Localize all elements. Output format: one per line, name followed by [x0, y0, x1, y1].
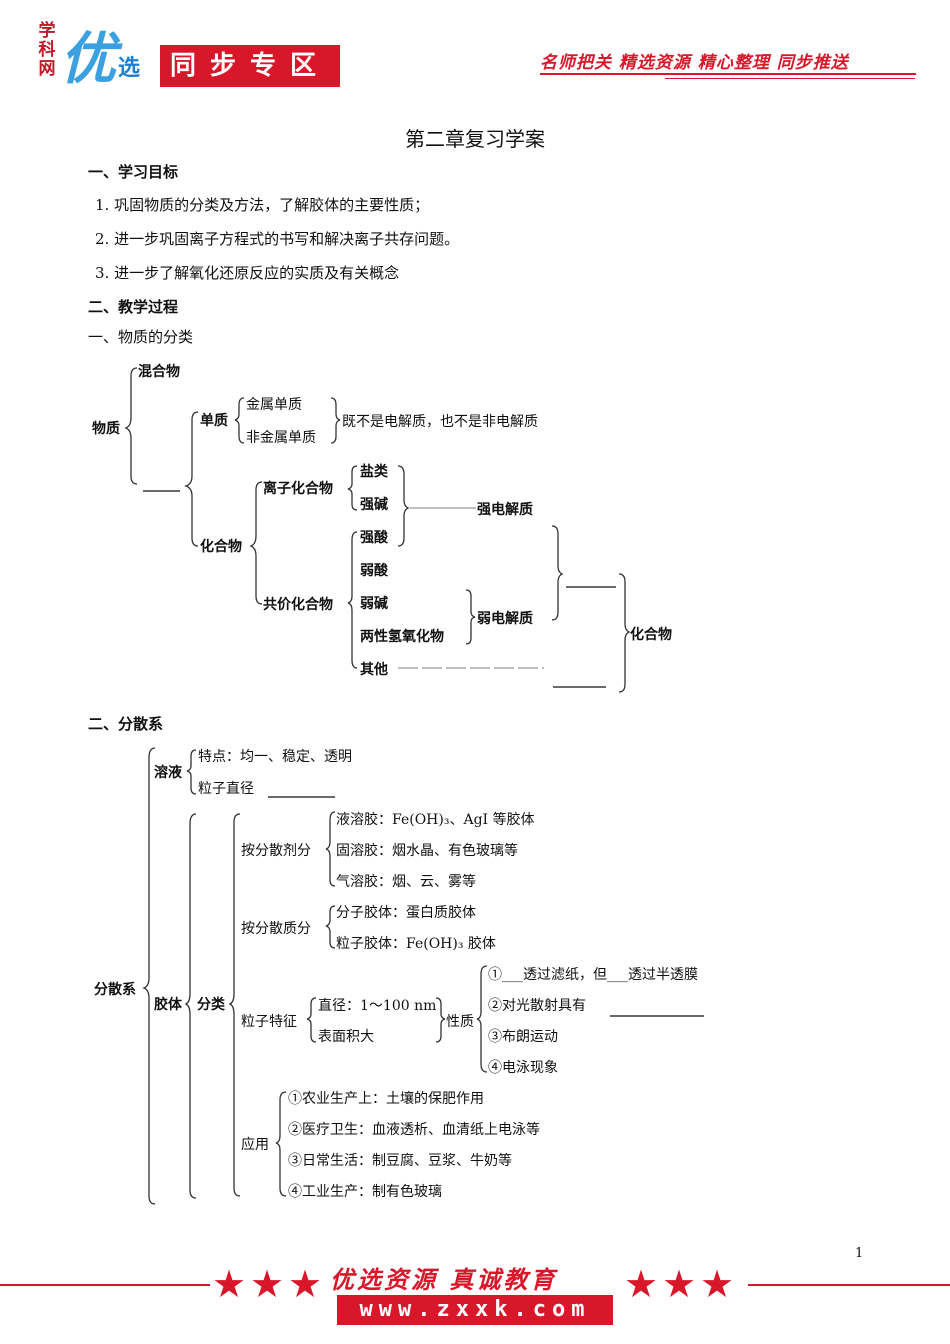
- label-by-medium: 按分散剂分: [241, 843, 311, 859]
- label-properties: 性质: [446, 1014, 474, 1030]
- label-solution-diameter: 粒子直径: [198, 781, 254, 797]
- footer-url: www.zxxk.com: [337, 1295, 613, 1325]
- label-weak-acid: 弱酸: [360, 563, 388, 579]
- label-mixture: 混合物: [138, 364, 180, 380]
- footer-line-left: [0, 1284, 210, 1286]
- label-property-4: ④电泳现象: [488, 1060, 558, 1076]
- label-liquid-sol: 液溶胶：Fe(OH)₃、AgI 等胶体: [336, 812, 535, 828]
- footer-line-right: [748, 1284, 950, 1286]
- label-salt: 盐类: [360, 464, 388, 480]
- header-underline-thin: [665, 78, 915, 79]
- star-icon: ★: [212, 1262, 247, 1306]
- label-surface-area: 表面积大: [318, 1029, 374, 1045]
- label-property-1: ①___透过滤纸，但___透过半透膜: [488, 967, 698, 983]
- label-element: 单质: [200, 413, 228, 429]
- goal-item-1: 1. 巩固物质的分类及方法，了解胶体的主要性质；: [95, 196, 430, 214]
- section2-heading: 二、教学过程: [88, 298, 179, 316]
- star-icon: ★: [250, 1262, 285, 1306]
- label-weak-base: 弱碱: [360, 596, 388, 612]
- label-solution-feature: 特点：均一、稳定、透明: [198, 749, 352, 765]
- section1-heading: 一、学习目标: [88, 163, 179, 181]
- star-icon: ★: [662, 1262, 697, 1306]
- label-by-phase: 按分散质分: [241, 921, 311, 937]
- label-molecular-colloid: 分子胶体：蛋白质胶体: [336, 905, 476, 921]
- label-application-4: ④工业生产：制有色玻璃: [288, 1184, 442, 1200]
- label-amphoteric-hydroxide: 两性氢氧化物: [360, 629, 444, 645]
- label-strong-electrolyte: 强电解质: [477, 502, 533, 518]
- label-classify: 分类: [197, 997, 225, 1013]
- section-badge: 同步专区: [160, 45, 340, 87]
- label-dispersion-system: 分散系: [94, 982, 136, 998]
- label-application-3: ③日常生活：制豆腐、豆浆、牛奶等: [288, 1153, 512, 1169]
- label-covalent-compound: 共价化合物: [263, 597, 333, 613]
- label-gas-sol: 气溶胶：烟、云、雾等: [336, 874, 476, 890]
- label-nonmetal-element: 非金属单质: [246, 430, 316, 446]
- dispersion-heading: 二、分散系: [88, 715, 164, 733]
- star-icon: ★: [700, 1262, 735, 1306]
- star-icon: ★: [288, 1262, 323, 1306]
- label-element-note: 既不是电解质，也不是非电解质: [342, 414, 538, 430]
- label-property-2: ②对光散射具有: [488, 998, 586, 1014]
- label-other: 其他: [360, 662, 388, 678]
- label-property-3: ③布朗运动: [488, 1029, 558, 1045]
- goal-item-2: 2. 进一步巩固离子方程式的书写和解决离子共存问题。: [95, 230, 460, 248]
- label-strong-acid: 强酸: [360, 530, 388, 546]
- label-particle-colloid: 粒子胶体：Fe(OH)₃ 胶体: [336, 936, 496, 952]
- label-weak-electrolyte: 弱电解质: [477, 611, 533, 627]
- page-number: 1: [855, 1246, 864, 1261]
- star-icon: ★: [624, 1262, 659, 1306]
- label-matter: 物质: [92, 421, 120, 437]
- goal-item-3: 3. 进一步了解氧化还原反应的实质及有关概念: [95, 264, 400, 282]
- header-underline: [540, 73, 916, 75]
- label-application-2: ②医疗卫生：血液透析、血清纸上电泳等: [288, 1122, 540, 1138]
- logo-big-glyph: 优: [60, 26, 116, 92]
- label-compound-right: 化合物: [630, 627, 672, 643]
- logo-small-glyph: 选: [118, 56, 141, 81]
- label-solid-sol: 固溶胶：烟水晶、有色玻璃等: [336, 843, 518, 859]
- label-diameter: 直径：1～100 nm: [318, 998, 437, 1014]
- label-compound: 化合物: [200, 539, 242, 555]
- label-application: 应用: [241, 1137, 269, 1153]
- page-title: 第二章复习学案: [405, 127, 545, 151]
- label-solution: 溶液: [154, 765, 182, 781]
- header-slogan: 名师把关 精选资源 精心整理 同步推送: [540, 53, 849, 73]
- logo-side-text: 学科网: [38, 21, 56, 79]
- label-ionic-compound: 离子化合物: [263, 481, 333, 497]
- label-application-1: ①农业生产上：土壤的保肥作用: [288, 1091, 484, 1107]
- label-colloid: 胶体: [154, 997, 182, 1013]
- footer-slogan: 优选资源 真诚教育: [330, 1266, 558, 1294]
- label-metal-element: 金属单质: [246, 397, 302, 413]
- label-strong-base: 强碱: [360, 497, 388, 513]
- subsection-heading: 一、物质的分类: [88, 328, 194, 346]
- label-particle-feature: 粒子特征: [241, 1014, 297, 1030]
